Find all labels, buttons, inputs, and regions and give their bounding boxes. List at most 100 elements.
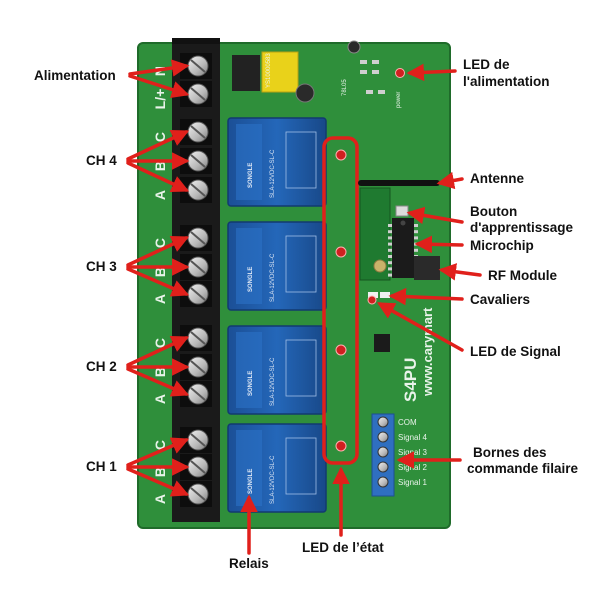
status-led: [335, 246, 347, 258]
smd-components: [360, 60, 385, 94]
terminal-mark: C: [152, 238, 168, 248]
label-led-etat: LED de l’état: [302, 540, 384, 555]
label-led-signal: LED de Signal: [470, 344, 561, 359]
callout-arrows: [126, 59, 482, 555]
label-led-alimentation-2: l'alimentation: [463, 74, 549, 89]
signal-terminal-screws: [377, 416, 389, 488]
arrow-ch3-3: [126, 267, 190, 297]
terminal-mark: A: [152, 494, 168, 504]
label-bornes-2: commande filaire: [467, 461, 579, 476]
arrow-ch2-1: [126, 335, 190, 367]
relay-model: SLA-12VDC-SL-C: [270, 253, 276, 302]
terminal-mark: B: [152, 161, 168, 171]
secondary-ic: [374, 334, 390, 352]
label-rf-module: RF Module: [488, 268, 557, 283]
label-bornes-1: Bornes des: [473, 445, 547, 460]
relay-brand: SONGLE: [248, 163, 254, 188]
label-bouton-1: Bouton: [470, 204, 517, 219]
microchip-notch: [400, 220, 406, 226]
arrow-ch3-1: [126, 235, 190, 267]
relay-model: SLA-12VDC-SL-C: [270, 455, 276, 504]
microchip: [392, 218, 414, 278]
status-led: [335, 344, 347, 356]
regulator-code: 78L05: [342, 79, 348, 96]
model-silk: S4PU: [401, 358, 420, 402]
arrow-cavaliers: [388, 287, 464, 306]
status-led-highlight: [322, 136, 359, 465]
terminal-mark: B: [152, 267, 168, 277]
learning-button: [395, 205, 409, 217]
terminal-mark: C: [152, 132, 168, 142]
signal-terminal-label: COM: [398, 418, 417, 427]
pcb-board-edge: [137, 42, 451, 529]
power-module-transformer: [261, 51, 299, 93]
signal-screw: [377, 446, 389, 458]
label-led-alimentation-1: LED de: [463, 57, 510, 72]
terminal-mark: A: [152, 394, 168, 404]
signal-led: [367, 295, 377, 305]
label-bouton-2: d'apprentissage: [470, 220, 573, 235]
status-led: [335, 440, 347, 452]
website-silk: www.carymart: [420, 307, 435, 397]
arrow-rf-module: [438, 263, 482, 281]
signal-screw: [377, 416, 389, 428]
label-microchip: Microchip: [470, 238, 534, 253]
label-ch2: CH 2: [86, 359, 117, 374]
signal-screw: [377, 431, 389, 443]
relay-brand: SONGLE: [248, 371, 254, 396]
relay: SONGLE SLA-12VDC-SL-C: [227, 117, 327, 207]
arrow-led-signal: [376, 302, 464, 352]
terminal-mark: B: [152, 467, 168, 477]
label-ch3: CH 3: [86, 259, 117, 274]
relay: SONGLE SLA-12VDC-SL-C: [227, 221, 327, 311]
relay-brand: SONGLE: [248, 267, 254, 292]
terminal-screw: [180, 177, 212, 203]
signal-screw: [377, 476, 389, 488]
terminal-screw: [180, 427, 212, 453]
power-silk: power: [396, 92, 402, 108]
arrow-ch2-3: [126, 367, 190, 397]
arrow-microchip: [414, 235, 464, 254]
arrow-antenne: [436, 171, 464, 190]
jumpers: [368, 292, 390, 298]
arrow-ch1-1: [126, 437, 190, 467]
power-capacitor: [295, 83, 315, 103]
crystal: [373, 259, 387, 273]
power-module-bridge: [232, 55, 260, 91]
relay-model: SLA-12VDC-SL-C: [270, 149, 276, 198]
terminal-mark: B: [152, 367, 168, 377]
arrow-ch4-1: [126, 129, 190, 161]
relay-model: SLA-12VDC-SL-C: [270, 357, 276, 406]
label-alimentation: Alimentation: [34, 68, 116, 83]
arrow-alimentation-2: [128, 74, 190, 99]
relay: SONGLE SLA-12VDC-SL-C: [227, 325, 327, 415]
terminal-mark: A: [152, 294, 168, 304]
arrow-ch1-3: [126, 467, 190, 497]
status-leds: [335, 149, 347, 452]
relays: SONGLE SLA-12VDC-SL-C SONGLE SLA-12VDC-SL-C…: [227, 117, 327, 513]
signal-terminal-label: Signal 1: [398, 478, 427, 487]
terminal-mark: C: [152, 440, 168, 450]
terminal-mark: L/+: [152, 89, 168, 110]
rf-module-board: [414, 256, 440, 280]
signal-terminal-label: Signal 3: [398, 448, 427, 457]
signal-terminal-label: Signal 2: [398, 463, 427, 472]
arrow-alimentation-1: [128, 59, 190, 77]
arrow-ch4-3: [126, 161, 190, 193]
top-capacitor: [347, 40, 361, 54]
label-relais: Relais: [229, 556, 269, 571]
label-cavaliers: Cavaliers: [470, 292, 530, 307]
arrow-bouton: [406, 206, 464, 225]
antenna-wire: [358, 180, 440, 186]
label-ch4: CH 4: [86, 153, 117, 168]
arrow-led-alimentation: [406, 63, 457, 82]
label-ch1: CH 1: [86, 459, 117, 474]
terminal-mark: C: [152, 338, 168, 348]
power-module-code: YS10000583: [266, 53, 272, 88]
power-led: [395, 68, 405, 78]
terminal-mark: A: [152, 190, 168, 200]
terminal-screw: [180, 119, 212, 145]
